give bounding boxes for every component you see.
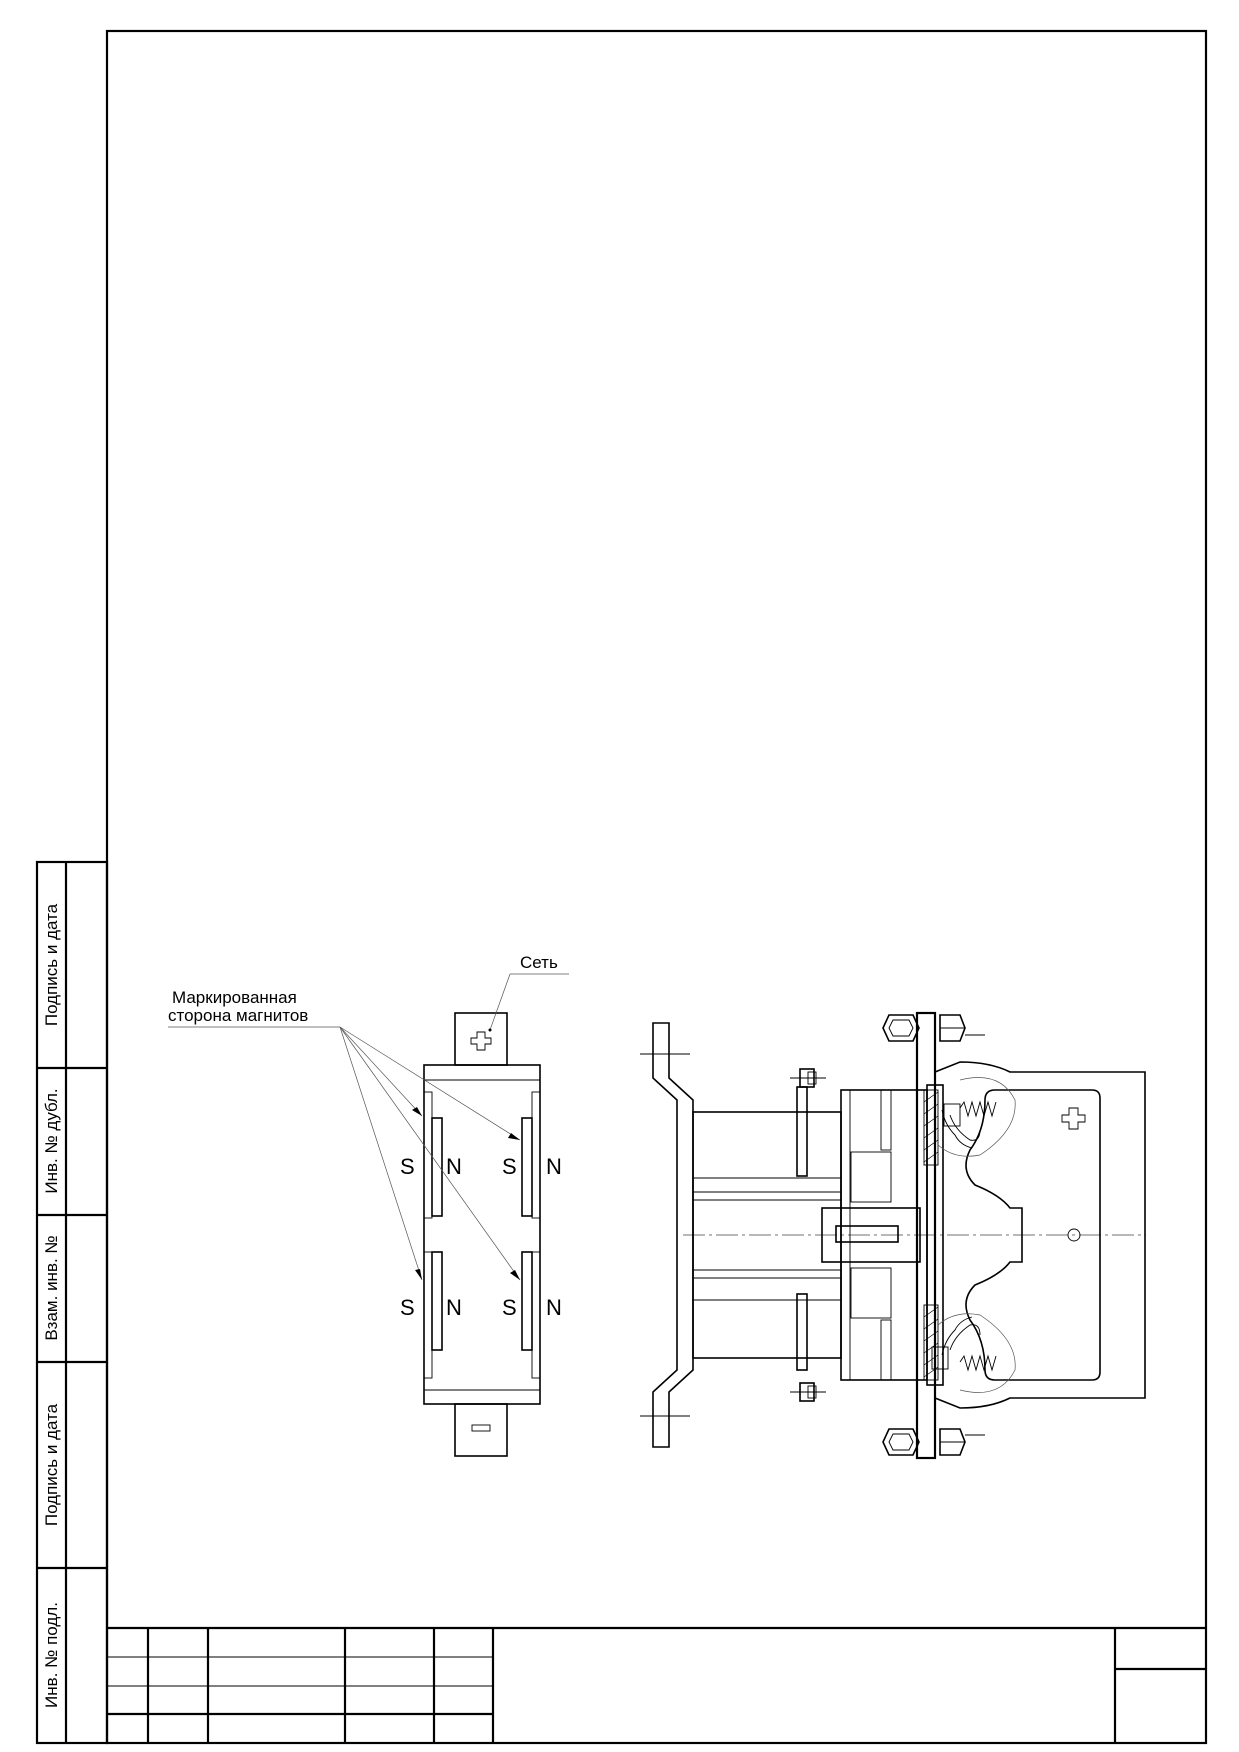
magnet-bars <box>423 1091 541 1379</box>
marked-side-leaders <box>339 1026 521 1281</box>
magnet-2-n: N <box>546 1154 562 1179</box>
contact-plus-icon <box>1061 1107 1086 1130</box>
title-block <box>107 1626 1206 1743</box>
mounting-bracket <box>652 1022 694 1448</box>
stamp-signature-date-bottom: Подпись и дата <box>42 1403 61 1526</box>
minus-terminal <box>454 1403 508 1457</box>
contact-assembly-view <box>640 1011 1146 1460</box>
magnet-3-n: N <box>446 1295 462 1320</box>
sheet-frame <box>105 29 1208 1745</box>
magnet-housing <box>423 1064 541 1405</box>
stamp-dup-inventory: Инв. № дубл. <box>42 1088 61 1193</box>
upper-spring <box>937 1077 1016 1157</box>
magnet-3-s: S <box>400 1295 415 1320</box>
magnet-assembly-view: S N S N S N S N Сеть Маркированная сторо… <box>168 953 569 1457</box>
upper-adjust-screw <box>790 1068 826 1177</box>
magnet-4-s: S <box>502 1295 517 1320</box>
magnet-2-s: S <box>502 1154 517 1179</box>
stamp-signature-date-top: Подпись и дата <box>42 903 61 1026</box>
hatched-insulator <box>923 1089 939 1381</box>
minus-sign-icon <box>471 1424 491 1432</box>
base-plate <box>915 1011 944 1460</box>
magnet-1-s: S <box>400 1154 415 1179</box>
marked-side-label-1: Маркированная <box>172 988 297 1007</box>
stamp-original-inventory: Инв. № подл. <box>42 1602 61 1708</box>
contact-bracket <box>934 1061 1146 1409</box>
side-stamp: Подпись и дата Инв. № дубл. Взам. инв. №… <box>35 860 109 1745</box>
plus-terminal <box>454 1012 508 1066</box>
marked-side-label-2: сторона магнитов <box>168 1006 308 1025</box>
bottom-bolt <box>882 1428 985 1456</box>
lower-spring <box>931 1313 1016 1393</box>
contact-plate <box>965 1089 1101 1381</box>
plus-sign-icon <box>470 1031 492 1051</box>
magnet-1-n: N <box>446 1154 462 1179</box>
lower-adjust-screw <box>790 1293 826 1402</box>
stamp-replace-inventory: Взам. инв. № <box>42 1235 61 1340</box>
network-label: Сеть <box>520 953 558 972</box>
top-bolt <box>882 1014 985 1042</box>
magnet-4-n: N <box>546 1295 562 1320</box>
